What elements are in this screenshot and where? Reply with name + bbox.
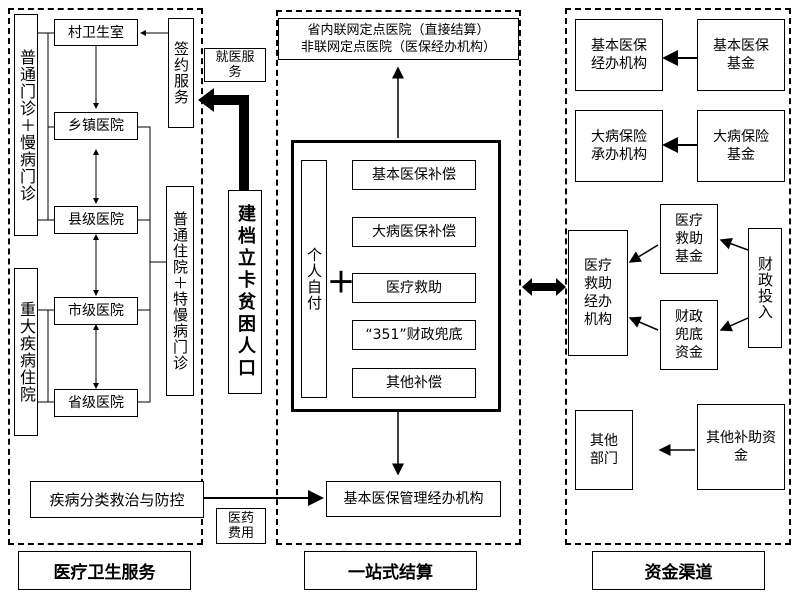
medical-service-tag: 就医服务 <box>204 48 266 82</box>
hospital-village: 村卫生室 <box>54 19 138 46</box>
medical-service-title: 医疗卫生服务 <box>18 551 191 590</box>
hospital-township: 乡镇医院 <box>54 112 138 140</box>
networked-hospital: 省内联网定点医院（直接结算） <box>307 23 490 38</box>
poor-population: 建档立卡贫困人口 <box>228 190 262 394</box>
medical-service-group <box>8 8 203 545</box>
non-networked-hospital: 非联网定点医院（医保经办机构） <box>300 40 496 55</box>
item-medical-aid: 医疗救助 <box>352 273 476 303</box>
hospital-county: 县级医院 <box>54 206 138 234</box>
fiscal-input: 财政投入 <box>748 228 782 348</box>
self-pay: 个人自付 <box>301 160 327 398</box>
hospital-province: 省级医院 <box>54 389 138 417</box>
serious-insurance-fund: 大病保险基金 <box>697 110 785 182</box>
fiscal-fallback-fund: 财政兜底资金 <box>660 300 718 370</box>
funding-title: 资金渠道 <box>592 551 765 590</box>
hospital-city: 市级医院 <box>54 297 138 325</box>
outpatient-label: 普通门诊＋慢病门诊 <box>14 14 38 236</box>
basic-insurance-fund: 基本医保基金 <box>697 19 785 91</box>
other-department: 其他部门 <box>575 410 633 490</box>
settlement-group <box>276 10 521 545</box>
medical-aid-agency: 医疗救助经办机构 <box>568 230 628 356</box>
general-inpatient: 普通住院＋特慢病门诊 <box>166 186 194 396</box>
medical-aid-fund: 医疗救助基金 <box>660 204 718 274</box>
prevention: 疾病分类救治与防控 <box>30 481 204 518</box>
item-basic-insurance: 基本医保补偿 <box>352 160 476 190</box>
insurance-agency: 基本医保管理经办机构 <box>326 481 501 517</box>
basic-insurance-agency: 基本医保经办机构 <box>575 19 663 91</box>
hospitals-top: 省内联网定点医院（直接结算） 非联网定点医院（医保经办机构） <box>278 18 519 60</box>
contract-service: 签约服务 <box>168 18 194 128</box>
item-fiscal-fallback: “351”财政兜底 <box>352 320 476 350</box>
plus-sign: ＋ <box>327 266 356 299</box>
other-subsidy-fund: 其他补助资金 <box>697 404 785 490</box>
inpatient-label: 重大疾病住院 <box>14 268 38 436</box>
item-serious-insurance: 大病医保补偿 <box>352 217 476 247</box>
settlement-title: 一站式结算 <box>304 551 477 590</box>
funding-group <box>565 8 791 545</box>
item-other: 其他补偿 <box>352 368 476 398</box>
serious-insurance-agency: 大病保险承办机构 <box>575 110 663 182</box>
drug-cost-tag: 医药费用 <box>216 508 266 544</box>
